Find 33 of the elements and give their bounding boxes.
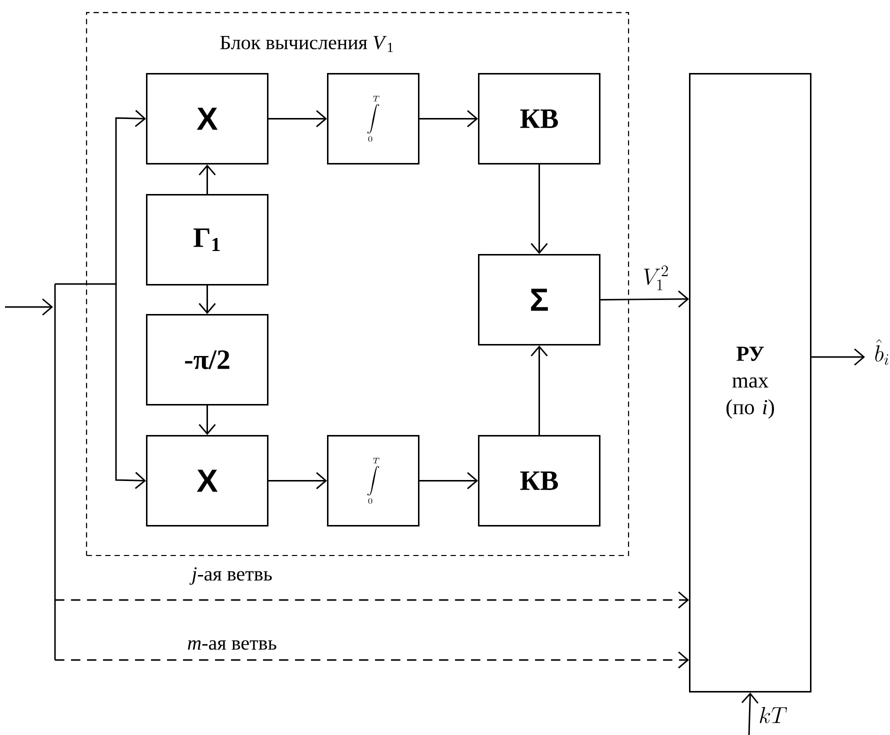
- integrator-box: $\int\limits_{0}^{T}$: [327, 73, 420, 164]
- input-arrow: [5, 298, 53, 316]
- edge-label: j-ая ветвь: [189, 567, 272, 585]
- edge-label: $V_{1}^{2}$: [644, 265, 668, 290]
- edge-label: m-ая ветвь: [188, 640, 276, 650]
- arrow: [268, 472, 327, 490]
- edge-label: $kT$: [760, 707, 787, 724]
- arrow: [198, 164, 216, 194]
- arrow: [55, 651, 689, 669]
- arrow: [115, 284, 146, 490]
- edge-label: $\hat{b}_{i}$: [875, 339, 888, 365]
- integrator-box: $\int\limits_{0}^{T}$: [327, 435, 420, 526]
- phase-shifter-box: -π/2: [146, 314, 268, 406]
- arrow: [55, 110, 146, 285]
- multiplier-box: X: [146, 73, 268, 164]
- arrow: [530, 345, 548, 435]
- squarer-box: КВ: [478, 73, 600, 164]
- arrow: [741, 692, 758, 735]
- connector-line: [54, 284, 56, 660]
- arrow: [600, 290, 689, 308]
- arrow: [55, 591, 689, 609]
- arrow: [198, 405, 216, 435]
- arrow: [811, 348, 865, 366]
- arrow: [530, 164, 548, 254]
- decision-box: РУ max (по i): [689, 73, 812, 692]
- arrow: [198, 285, 216, 314]
- multiplier-box: X: [146, 435, 268, 526]
- arrow: [419, 472, 478, 490]
- generator-box: Г$_{1}$: [146, 194, 268, 286]
- arrow: [419, 110, 478, 128]
- squarer-box: КВ: [478, 435, 600, 526]
- arrow: [268, 110, 327, 128]
- summer-box: Σ: [478, 254, 600, 346]
